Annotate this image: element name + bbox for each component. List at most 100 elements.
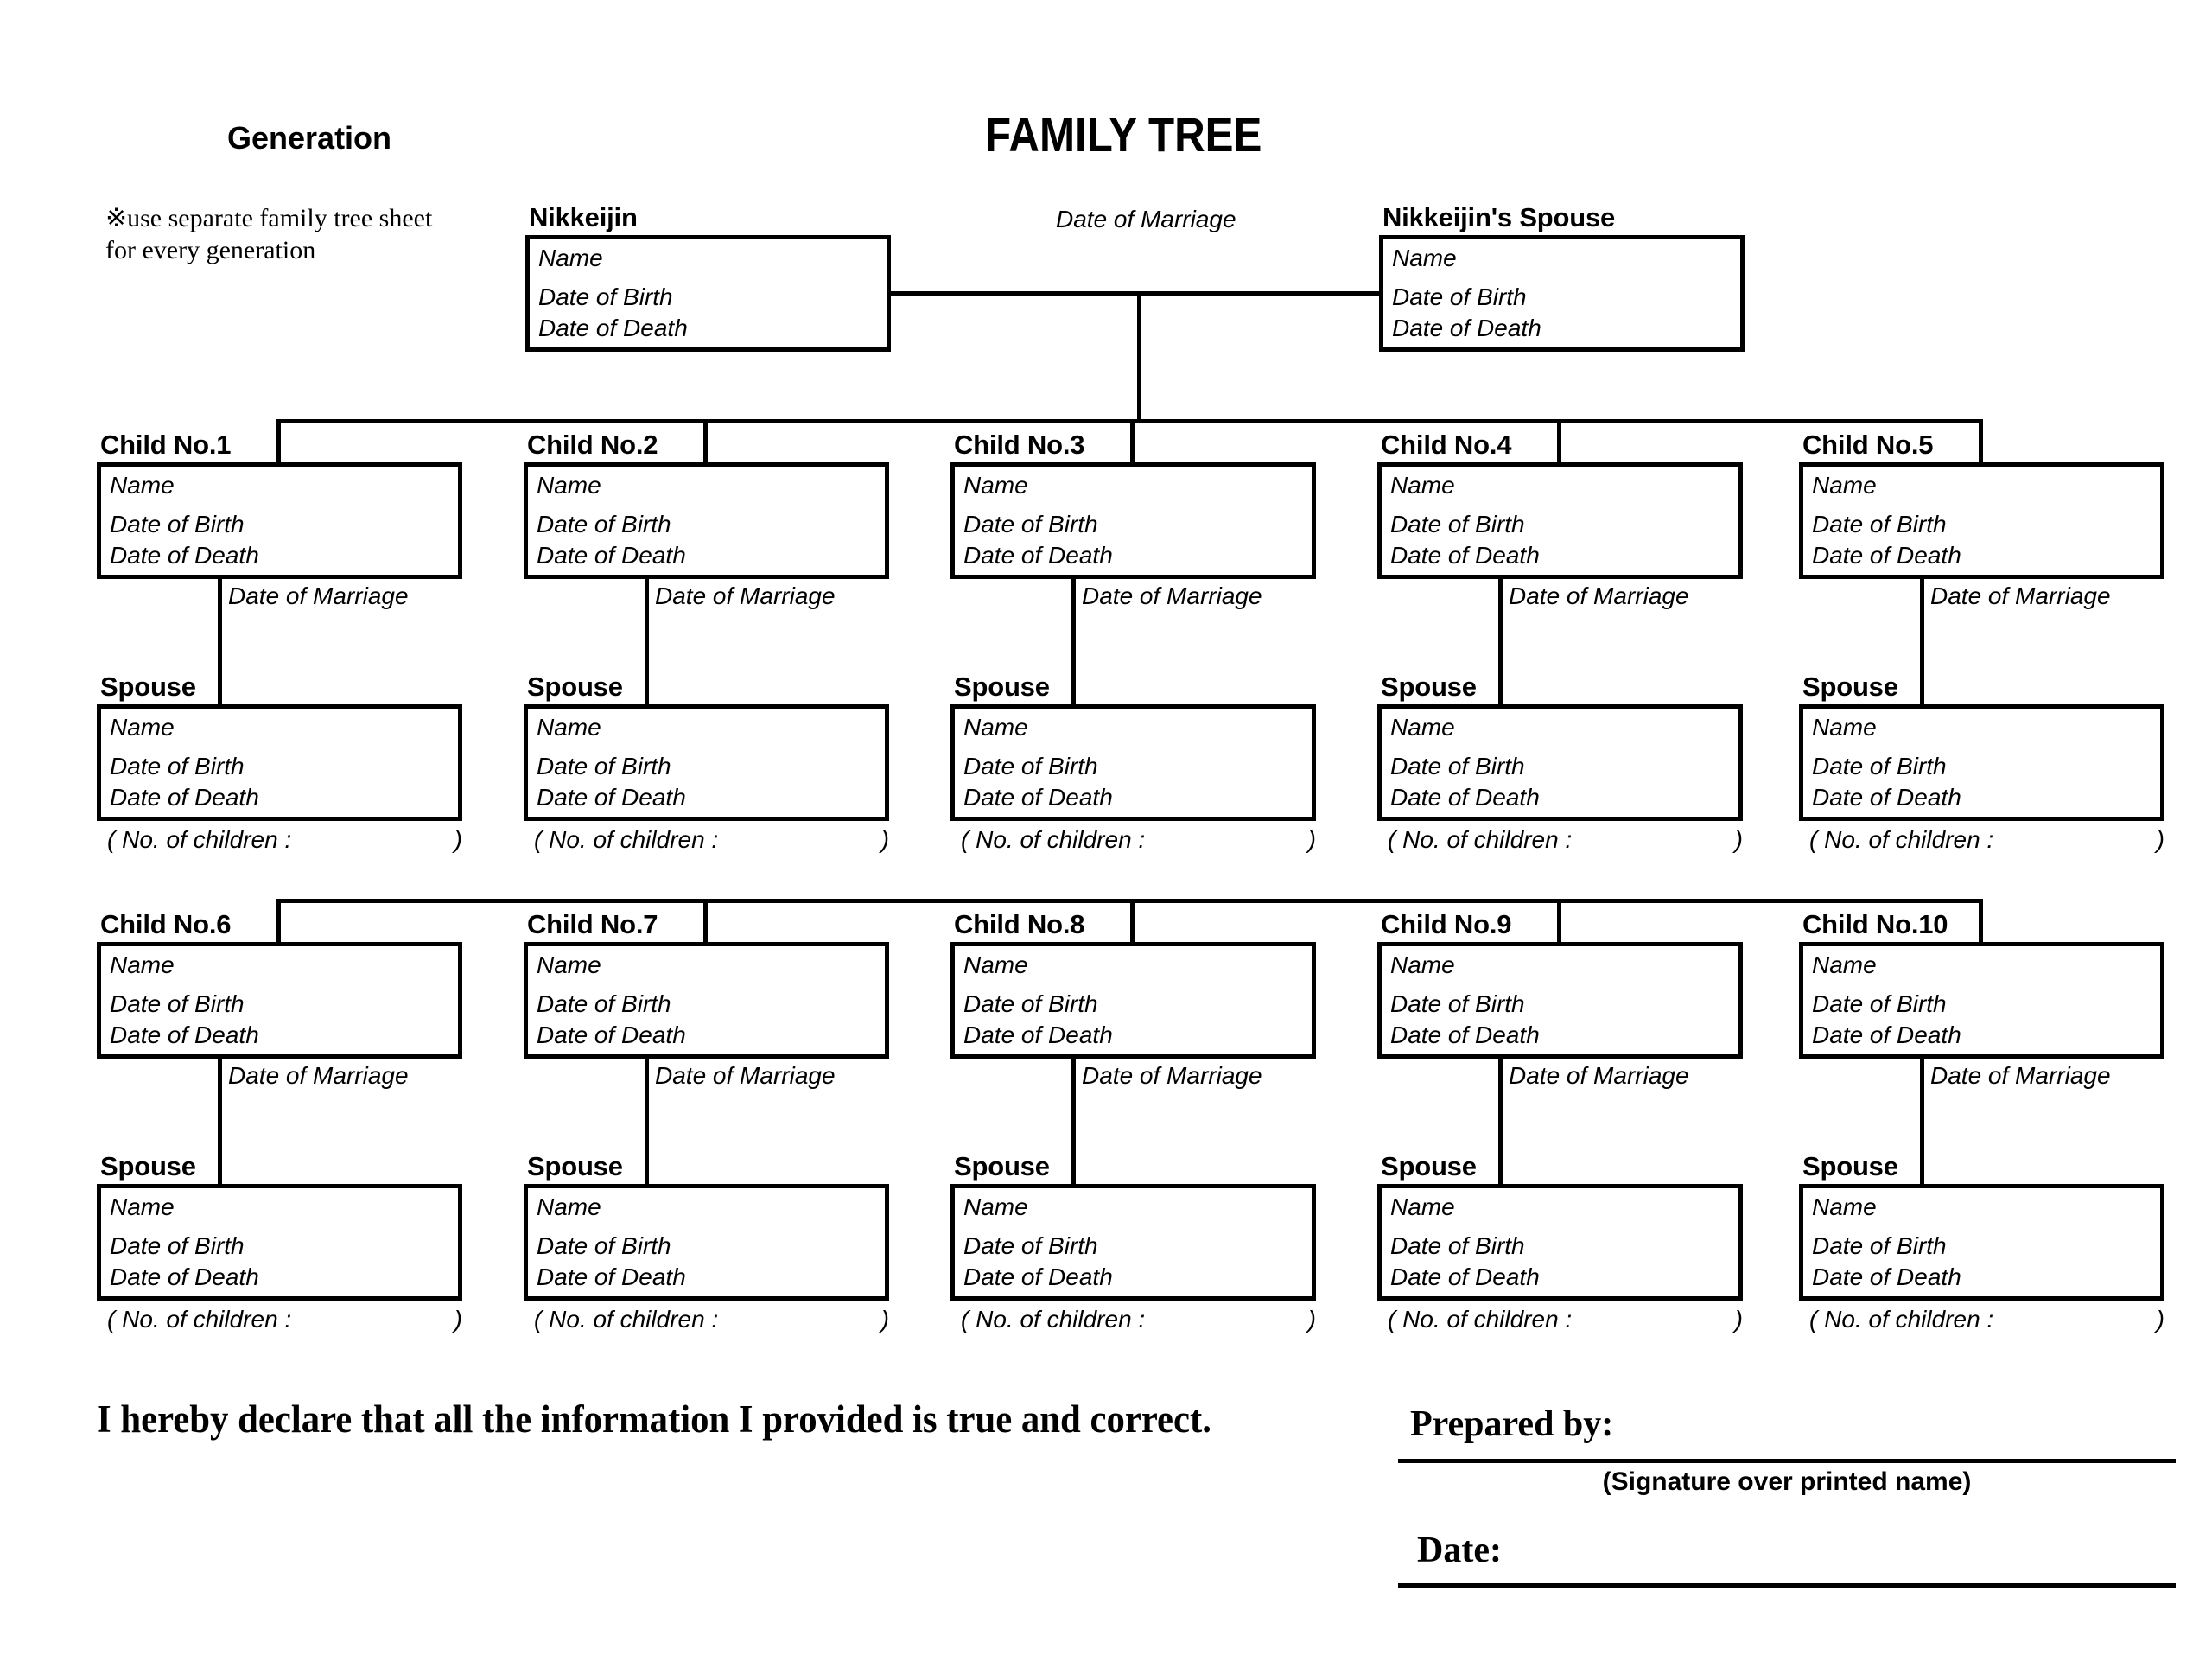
no-of-children-field[interactable]: ( No. of children :): [1388, 826, 1743, 853]
child-name-field[interactable]: Name: [1390, 951, 1455, 978]
child-dod-field[interactable]: Date of Death: [1812, 1021, 1961, 1048]
spouse-dob-field[interactable]: Date of Birth: [1390, 1232, 1525, 1259]
spouse-dob-field[interactable]: Date of Birth: [963, 753, 1098, 780]
child-name-field[interactable]: Name: [963, 951, 1028, 978]
child-dod-field[interactable]: Date of Death: [110, 542, 259, 569]
child-dob-field[interactable]: Date of Birth: [1812, 990, 1947, 1017]
spouse-dod-field[interactable]: Date of Death: [963, 784, 1113, 811]
child-dob-field[interactable]: Date of Birth: [1812, 511, 1947, 538]
child-dob-field[interactable]: Date of Birth: [537, 511, 671, 538]
spouse-dob-field[interactable]: Date of Birth: [1390, 753, 1525, 780]
spouse-name-field[interactable]: Name: [963, 714, 1028, 741]
child-name-field[interactable]: Name: [537, 472, 601, 499]
spouse-name-field[interactable]: Name: [1392, 245, 1457, 271]
spouse-dob-field[interactable]: Date of Birth: [1812, 1232, 1947, 1259]
prepared-by-rule[interactable]: [1398, 1459, 2176, 1463]
spouse-name-field[interactable]: Name: [1812, 1193, 1877, 1220]
child-dob-field[interactable]: Date of Birth: [1390, 511, 1525, 538]
spouse-dob-field[interactable]: Date of Birth: [537, 753, 671, 780]
no-of-children-field[interactable]: ( No. of children :): [1388, 1306, 1743, 1333]
date-rule[interactable]: [1398, 1583, 2176, 1588]
spouse-name-field[interactable]: Name: [1390, 714, 1455, 741]
spouse-dob-field[interactable]: Date of Birth: [963, 1232, 1098, 1259]
spouse-name-field[interactable]: Name: [537, 714, 601, 741]
child-dob-field[interactable]: Date of Birth: [537, 990, 671, 1017]
spouse-dob-field[interactable]: Date of Birth: [1812, 753, 1947, 780]
spouse-name-field[interactable]: Name: [537, 1193, 601, 1220]
spouse-dod-field[interactable]: Date of Death: [110, 1263, 259, 1290]
child-dob-field[interactable]: Date of Birth: [110, 511, 245, 538]
spouse-name-field[interactable]: Name: [1812, 714, 1877, 741]
child-dob-field[interactable]: Date of Birth: [963, 990, 1098, 1017]
child-dob-field[interactable]: Date of Birth: [1390, 990, 1525, 1017]
child-dod-field[interactable]: Date of Death: [963, 1021, 1113, 1048]
no-of-children-field[interactable]: ( No. of children :): [534, 826, 889, 853]
spouse-dod-field[interactable]: Date of Death: [1390, 784, 1540, 811]
child-dod-field[interactable]: Date of Death: [1390, 1021, 1540, 1048]
spouse-dod-field[interactable]: Date of Death: [110, 784, 259, 811]
child-name-field[interactable]: Name: [110, 951, 175, 978]
child-dod-field[interactable]: Date of Death: [963, 542, 1113, 569]
nikkeijin-name-field[interactable]: Name: [538, 245, 603, 271]
child-name-field[interactable]: Name: [1390, 472, 1455, 499]
child-dod-field[interactable]: Date of Death: [537, 1021, 686, 1048]
child-dod-field[interactable]: Date of Death: [1812, 542, 1961, 569]
no-of-children-field[interactable]: ( No. of children :): [107, 1306, 462, 1333]
nikkeijin-dob-field[interactable]: Date of Birth: [538, 283, 673, 310]
no-of-children-field[interactable]: ( No. of children :): [1809, 826, 2164, 853]
spouse-dob-field[interactable]: Date of Birth: [110, 753, 245, 780]
spouse-dod-field[interactable]: Date of Death: [963, 1263, 1113, 1290]
spouse-dod-field[interactable]: Date of Death: [1390, 1263, 1540, 1290]
child-name-field[interactable]: Name: [110, 472, 175, 499]
child-dob-field[interactable]: Date of Birth: [963, 511, 1098, 538]
spouse-dod-field[interactable]: Date of Death: [537, 1263, 686, 1290]
spouse-dod-field[interactable]: Date of Death: [1812, 1263, 1961, 1290]
no-of-children-field[interactable]: ( No. of children :): [961, 1306, 1316, 1333]
spouse-dob-field[interactable]: Date of Birth: [537, 1232, 671, 1259]
child-dob-field[interactable]: Date of Birth: [110, 990, 245, 1017]
spouse-dod-field[interactable]: Date of Death: [1812, 784, 1961, 811]
no-of-children-field[interactable]: ( No. of children :): [1809, 1306, 2164, 1333]
spouse-name-field[interactable]: Name: [1390, 1193, 1455, 1220]
child-dod-field[interactable]: Date of Death: [1390, 542, 1540, 569]
no-of-children-field[interactable]: ( No. of children :): [961, 826, 1316, 853]
spouse-name-field[interactable]: Name: [110, 714, 175, 741]
child-name-field[interactable]: Name: [1812, 472, 1877, 499]
spouse-dod-field[interactable]: Date of Death: [1392, 315, 1541, 341]
child-name-field[interactable]: Name: [537, 951, 601, 978]
no-of-children-field[interactable]: ( No. of children :): [107, 826, 462, 853]
spouse-dob-field[interactable]: Date of Birth: [110, 1232, 245, 1259]
child-name-field[interactable]: Name: [963, 472, 1028, 499]
child-dod-field[interactable]: Date of Death: [537, 542, 686, 569]
spouse-name-field[interactable]: Name: [110, 1193, 175, 1220]
child-name-field[interactable]: Name: [1812, 951, 1877, 978]
spouse-dob-field[interactable]: Date of Birth: [1392, 283, 1527, 310]
spouse-dod-field[interactable]: Date of Death: [537, 784, 686, 811]
nikkeijin-box[interactable]: Name Date of Birth Date of Death: [525, 235, 891, 352]
spouse-name-field[interactable]: Name: [963, 1193, 1028, 1220]
nikkeijin-spouse-box[interactable]: Name Date of Birth Date of Death: [1379, 235, 1745, 352]
nikkeijin-dod-field[interactable]: Date of Death: [538, 315, 688, 341]
child-dod-field[interactable]: Date of Death: [110, 1021, 259, 1048]
no-of-children-field[interactable]: ( No. of children :): [534, 1306, 889, 1333]
